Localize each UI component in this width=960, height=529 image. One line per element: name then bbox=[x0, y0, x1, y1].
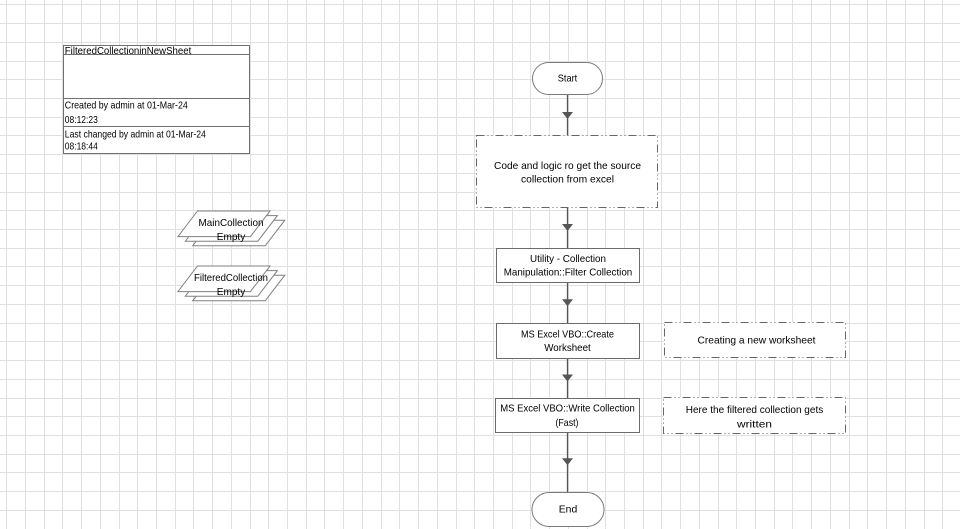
svg-text:collection from excel: collection from excel bbox=[521, 174, 614, 186]
svg-text:08:18:44: 08:18:44 bbox=[65, 141, 98, 153]
svg-text:Created by admin at 01-Mar-24: Created by admin at 01-Mar-24 bbox=[65, 100, 188, 112]
svg-text:Utility - Collection: Utility - Collection bbox=[530, 253, 606, 265]
svg-text:Here the filtered collection g: Here the filtered collection gets bbox=[686, 404, 824, 416]
svg-text:(Fast): (Fast) bbox=[556, 417, 579, 429]
svg-text:Manipulation::Filter Collectio: Manipulation::Filter Collection bbox=[504, 267, 633, 279]
svg-text:written: written bbox=[736, 419, 772, 431]
svg-text:Last changed by admin at 01-Ma: Last changed by admin at 01-Mar-24 bbox=[65, 128, 206, 140]
svg-text:Empty: Empty bbox=[217, 286, 246, 298]
svg-text:FilteredCollectioninNewSheet: FilteredCollectioninNewSheet bbox=[65, 45, 192, 57]
svg-text:Empty: Empty bbox=[217, 231, 246, 243]
svg-text:FilteredCollection: FilteredCollection bbox=[194, 272, 268, 284]
svg-text:Start: Start bbox=[558, 73, 578, 85]
svg-text:Creating a new worksheet: Creating a new worksheet bbox=[698, 335, 816, 347]
svg-text:Worksheet: Worksheet bbox=[544, 342, 591, 354]
svg-text:MainCollection: MainCollection bbox=[199, 217, 264, 229]
svg-text:End: End bbox=[559, 504, 578, 516]
svg-text:MS Excel VBO::Write Collection: MS Excel VBO::Write Collection bbox=[500, 403, 635, 415]
svg-text:MS Excel VBO::Create: MS Excel VBO::Create bbox=[521, 328, 614, 340]
svg-text:08:12:23: 08:12:23 bbox=[65, 114, 98, 126]
svg-text:Code and logic ro get the sour: Code and logic ro get the source bbox=[494, 160, 641, 172]
